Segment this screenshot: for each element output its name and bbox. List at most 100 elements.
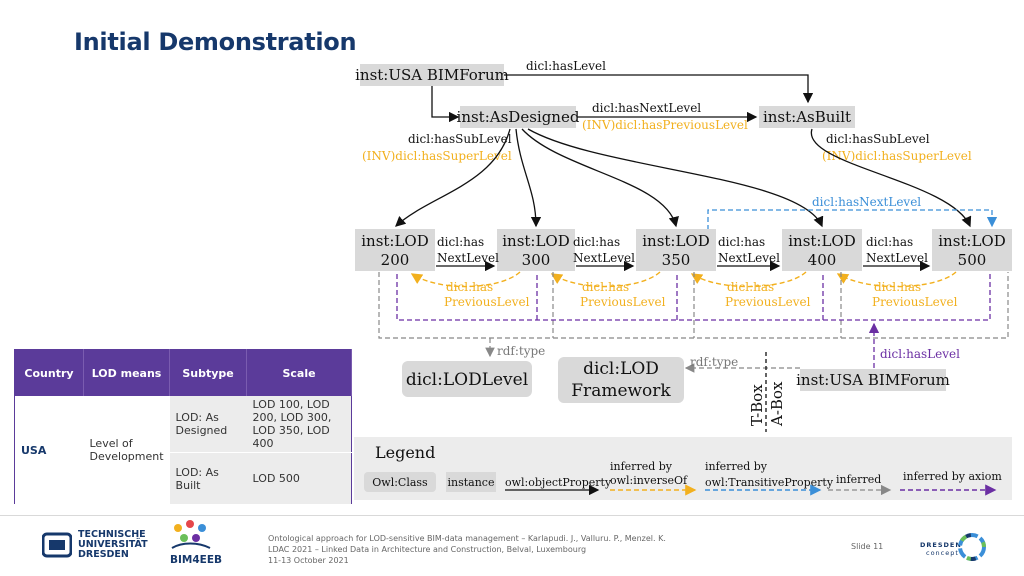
svg-text:inferred by axiom: inferred by axiom	[903, 470, 1002, 483]
label-has-level-top: dicl:hasLevel	[526, 59, 606, 73]
label-inv-has-previous-level: (INV)dicl:hasPreviousLevel	[582, 118, 748, 132]
svg-text:inst:LOD: inst:LOD	[502, 232, 570, 250]
node-lod200: inst:LOD 200	[355, 229, 435, 271]
node-lod300: inst:LOD 300	[497, 229, 575, 271]
footer-divider	[0, 515, 1024, 516]
svg-text:350: 350	[662, 251, 691, 269]
cell-lod-means: Level of Development	[83, 396, 170, 505]
has-level-edges	[396, 274, 991, 368]
svg-text:PreviousLevel: PreviousLevel	[580, 295, 666, 309]
label-rdf-type-left: rdf:type	[497, 344, 545, 358]
svg-text:dicl:has: dicl:has	[573, 235, 620, 249]
label-inv-super-level-left: (INV)dicl:hasSuperLevel	[362, 149, 512, 163]
svg-text:NextLevel: NextLevel	[437, 251, 499, 265]
rdf-type-edges	[378, 272, 1009, 373]
svg-text:NextLevel: NextLevel	[866, 251, 928, 265]
cell-subtype-designed: LOD: As Designed	[169, 396, 247, 453]
edge-sub-lod300	[515, 128, 542, 228]
svg-text:inst:LOD: inst:LOD	[938, 232, 1006, 250]
node-as-designed: inst:AsDesigned	[457, 106, 580, 128]
label-has-level-purple: dicl:hasLevel	[880, 347, 960, 361]
edge-sub-lod400	[527, 128, 824, 228]
svg-text:NextLevel: NextLevel	[573, 251, 635, 265]
svg-text:dicl:has: dicl:has	[727, 280, 774, 294]
node-lod500: inst:LOD 500	[932, 229, 1012, 271]
svg-text:500: 500	[958, 251, 987, 269]
svg-text:dicl:LODLevel: dicl:LODLevel	[406, 370, 528, 390]
svg-text:inst:LOD: inst:LOD	[361, 232, 429, 250]
svg-text:PreviousLevel: PreviousLevel	[872, 295, 958, 309]
svg-text:inferred: inferred	[836, 473, 881, 486]
edge-sub-lod350	[521, 128, 679, 228]
header-scale: Scale	[246, 349, 352, 396]
label-has-sub-level-left: dicl:hasSubLevel	[408, 132, 512, 146]
bim4eeb-figure-icon	[171, 520, 211, 549]
svg-text:NextLevel: NextLevel	[718, 251, 780, 265]
svg-text:owl:objectProperty: owl:objectProperty	[505, 476, 612, 489]
header-subtype: Subtype	[169, 349, 248, 396]
cell-scale-built: LOD 500	[246, 452, 352, 505]
edge-blue-next-level	[707, 209, 998, 230]
node-lodlevel: dicl:LODLevel	[402, 361, 532, 397]
tu-dresden-emblem-icon	[42, 532, 72, 558]
edge-has-level-top	[504, 74, 814, 104]
cell-country: USA	[14, 396, 84, 505]
svg-text:dicl:has: dicl:has	[874, 280, 921, 294]
previous-level-labels: dicl:has PreviousLevel dicl:has Previous…	[444, 280, 958, 309]
next-level-labels: dicl:has NextLevel dicl:has NextLevel di…	[437, 235, 928, 265]
svg-text:PreviousLevel: PreviousLevel	[725, 295, 811, 309]
svg-text:dicl:has: dicl:has	[582, 280, 629, 294]
svg-text:dicl:has: dicl:has	[446, 280, 493, 294]
label-has-next-level: dicl:hasNextLevel	[592, 101, 701, 115]
svg-text:dicl:has: dicl:has	[718, 235, 765, 249]
node-as-built: inst:AsBuilt	[759, 106, 855, 128]
label-blue-next-level: dicl:hasNextLevel	[812, 195, 921, 209]
svg-text:inferred by: inferred by	[610, 460, 673, 473]
node-usa-bimforum-top: inst:USA BIMForum	[355, 64, 509, 86]
svg-text:300: 300	[522, 251, 551, 269]
svg-text:owl:TransitiveProperty: owl:TransitiveProperty	[705, 476, 834, 489]
svg-text:inst:AsBuilt: inst:AsBuilt	[763, 108, 851, 126]
cell-subtype-built: LOD: As Built	[169, 452, 247, 505]
edge-sub-lod200	[395, 128, 511, 227]
label-rdf-type-right: rdf:type	[690, 355, 738, 369]
label-tbox: T-Box	[748, 384, 766, 426]
node-lod-framework: dicl:LOD Framework	[558, 357, 684, 403]
svg-text:instance: instance	[448, 476, 495, 489]
svg-text:owl:inverseOf: owl:inverseOf	[610, 474, 688, 487]
legend: Legend Owl:Class instance owl:objectProp…	[354, 437, 1012, 500]
label-has-sub-level-right: dicl:hasSubLevel	[826, 132, 930, 146]
node-lod400: inst:LOD 400	[782, 229, 862, 271]
svg-text:Framework: Framework	[571, 381, 671, 401]
svg-text:PreviousLevel: PreviousLevel	[444, 295, 530, 309]
bim4eeb-logo: BIM4EEB	[168, 518, 228, 566]
legend-class-swatch	[364, 472, 436, 492]
dresden-concept-ring-icon	[958, 533, 986, 561]
node-usa-bimforum-bottom: inst:USA BIMForum	[796, 369, 950, 391]
label-inv-super-level-right: (INV)dicl:hasSuperLevel	[822, 149, 972, 163]
dresden-concept-logo: DRESDEN concept	[920, 541, 962, 557]
legend-instance-swatch	[446, 472, 496, 492]
slide-title: Initial Demonstration	[74, 28, 357, 56]
svg-text:inferred by: inferred by	[705, 460, 768, 473]
slide-number: Slide 11	[851, 542, 884, 551]
svg-text:200: 200	[381, 251, 410, 269]
ontology-diagram: inst:USA BIMForum inst:AsDesigned inst:A…	[354, 59, 1012, 500]
svg-text:inst:USA BIMForum: inst:USA BIMForum	[355, 66, 509, 84]
edge-usa-to-asdesigned	[431, 86, 460, 123]
legend-title: Legend	[375, 443, 435, 462]
header-country: Country	[14, 349, 84, 396]
svg-text:inst:USA BIMForum: inst:USA BIMForum	[796, 371, 950, 389]
svg-text:dicl:has: dicl:has	[437, 235, 484, 249]
svg-text:dicl:LOD: dicl:LOD	[583, 359, 659, 379]
footer-citation: Ontological approach for LOD-sensitive B…	[268, 534, 666, 565]
node-lod350: inst:LOD 350	[636, 229, 716, 271]
cell-scale-designed: LOD 100, LOD 200, LOD 300, LOD 350, LOD …	[246, 396, 352, 453]
svg-text:inst:LOD: inst:LOD	[788, 232, 856, 250]
header-lod-means: LOD means	[83, 349, 171, 396]
svg-text:dicl:has: dicl:has	[866, 235, 913, 249]
svg-text:400: 400	[808, 251, 837, 269]
svg-text:inst:LOD: inst:LOD	[642, 232, 710, 250]
label-abox: A-Box	[768, 381, 786, 427]
svg-text:inst:AsDesigned: inst:AsDesigned	[457, 108, 580, 126]
